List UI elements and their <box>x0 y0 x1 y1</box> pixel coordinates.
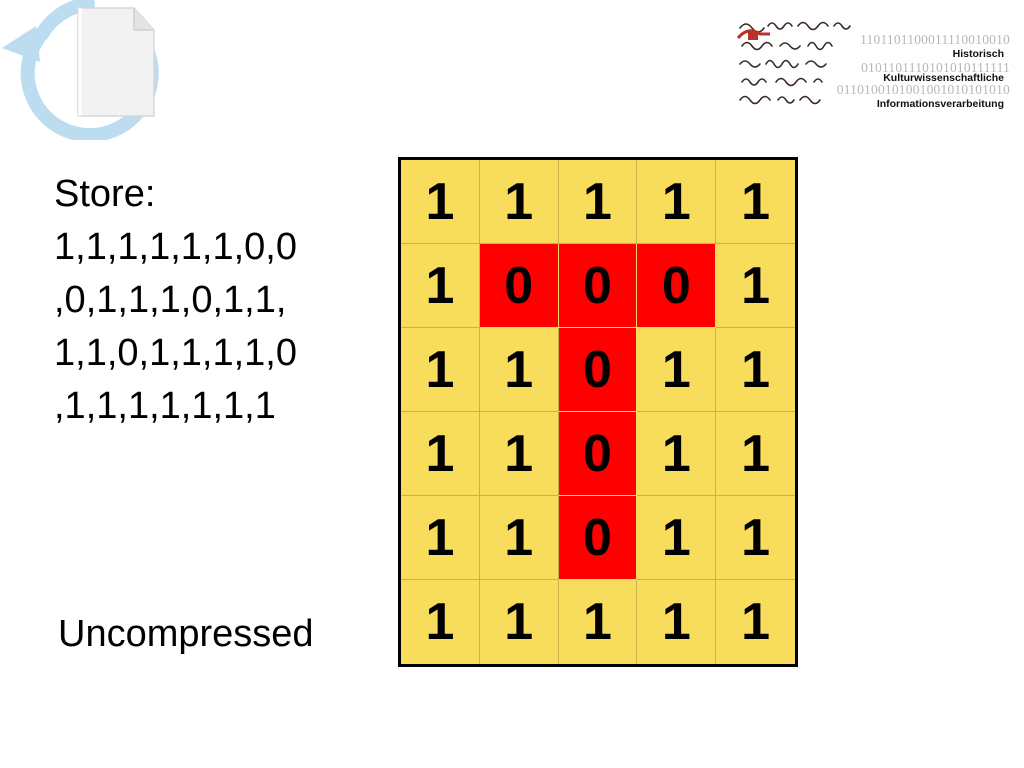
logo-binary-line-1: 1101101100011110010010 <box>860 32 1010 47</box>
grid-cell: 1 <box>479 580 559 664</box>
logo-binary-line-2: 0101101110101010111111 <box>861 60 1010 75</box>
store-line-3: 1,1,0,1,1,1,1,0 <box>54 332 297 374</box>
grid-cell: 1 <box>401 244 480 328</box>
grid-cell: 1 <box>716 244 795 328</box>
grid-cell: 0 <box>558 496 638 580</box>
manuscript-script-image <box>736 21 851 105</box>
grid-cell: 1 <box>637 412 717 496</box>
grid-cell: 0 <box>558 412 638 496</box>
grid-cell: 0 <box>558 328 638 412</box>
store-line-2: ,0,1,1,1,0,1,1, <box>54 279 287 321</box>
logo-word-informationsverarbeitung: Informationsverarbeitung <box>876 98 1004 110</box>
store-sequence-text: Store: 1,1,1,1,1,1,0,0 ,0,1,1,1,0,1,1, 1… <box>54 168 384 433</box>
institute-logo: 1101101100011110010010 Historisch 010110… <box>734 14 1010 114</box>
grid-cell: 1 <box>479 496 559 580</box>
grid-cell: 1 <box>716 160 795 244</box>
grid-cell: 1 <box>401 160 480 244</box>
grid-cell: 1 <box>401 328 480 412</box>
grid-cell: 1 <box>558 160 638 244</box>
grid-cell: 0 <box>479 244 559 328</box>
grid-cell: 1 <box>716 412 795 496</box>
grid-cell: 1 <box>637 580 717 664</box>
grid-cell: 1 <box>716 580 795 664</box>
grid-cell: 1 <box>401 412 480 496</box>
grid-cell: 1 <box>716 496 795 580</box>
grid-cell: 0 <box>558 244 638 328</box>
circular-arrow-document-icon <box>2 0 159 140</box>
store-label: Store: <box>54 173 156 215</box>
grid-cell: 1 <box>637 496 717 580</box>
logo-word-historisch: Historisch <box>952 48 1004 60</box>
logo-word-kulturwissenschaftliche: Kulturwissenschaftliche <box>883 72 1004 84</box>
grid-cell: 1 <box>716 328 795 412</box>
grid-cell: 1 <box>479 328 559 412</box>
store-line-4: ,1,1,1,1,1,1,1 <box>54 385 276 427</box>
grid-cell: 1 <box>558 580 638 664</box>
grid-cell: 1 <box>637 160 717 244</box>
grid-cell: 1 <box>479 412 559 496</box>
grid-cell: 1 <box>637 328 717 412</box>
grid-cell: 1 <box>479 160 559 244</box>
uncompressed-caption: Uncompressed <box>58 613 314 655</box>
pixel-grid: 1 1 1 1 1 1 0 0 0 1 1 1 0 1 1 1 1 0 1 1 … <box>398 157 798 667</box>
logo-binary-line-3: 0110100101001001010101010 <box>836 82 1010 97</box>
store-line-1: 1,1,1,1,1,1,0,0 <box>54 226 297 268</box>
grid-cell: 1 <box>401 580 480 664</box>
grid-cell: 1 <box>401 496 480 580</box>
grid-cell: 0 <box>637 244 717 328</box>
